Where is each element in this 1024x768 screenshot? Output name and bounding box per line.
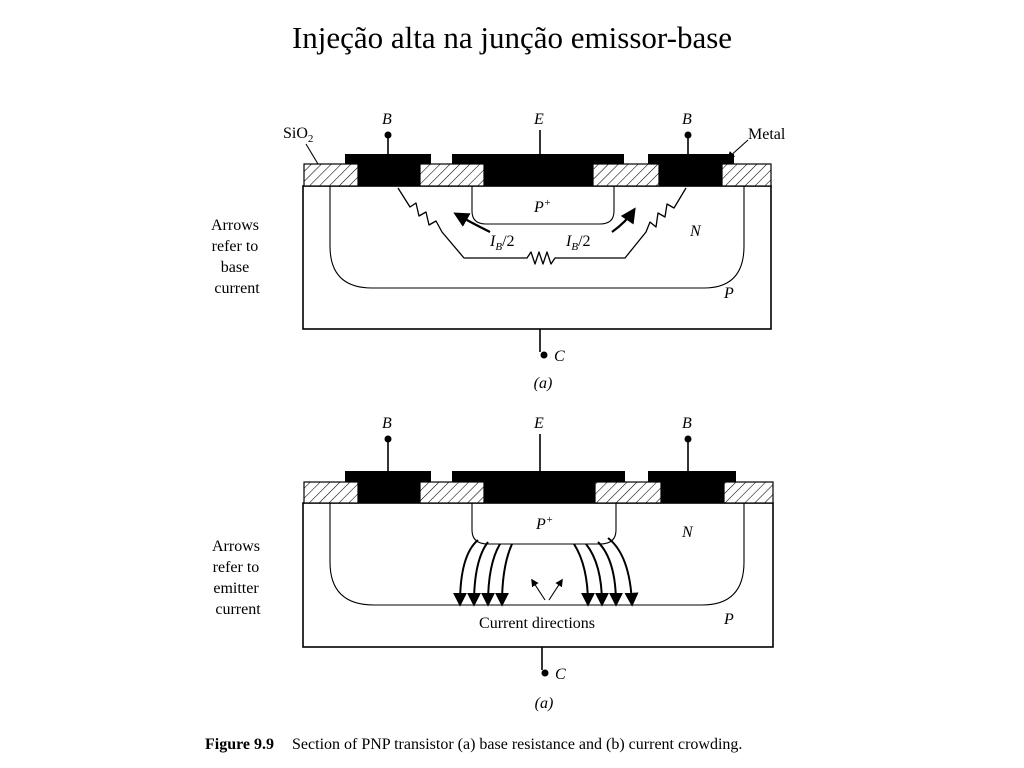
emitter-current-arrows [453,537,639,607]
terminal-base-right-label: B [682,415,692,432]
emitter-contact [484,482,595,503]
caption-text: Section of PNP transistor (a) base resis… [292,736,743,753]
terminal-leads [384,130,692,359]
oxide-pointer [305,143,319,165]
metal-pointer [726,139,749,160]
emitter-region-label: P+ [533,197,551,216]
side-note-a: Arrows refer to base current [211,217,263,297]
terminal-base-left-label: B [382,111,392,128]
base-resistor-network [397,187,687,265]
base-current-arrow-left [453,212,491,233]
figure-a: B E B C SiO2 Metal P+ N P IB/2 IB/2 Arro… [211,111,786,392]
base-right-contact [661,482,724,503]
base-region-label: N [681,524,694,541]
base-left-contact [358,164,420,186]
side-note-b: Arrows refer to emitter current [212,538,264,618]
slide-title: Injeção alta na junção emissor-base [291,20,733,55]
figure-a-sublabel: (a) [534,375,553,392]
base-current-arrow-right [611,207,636,233]
terminal-base-left-label: B [382,415,392,432]
metal-contacts [345,471,736,503]
base-collector-junction [329,503,745,606]
collector-region-label: P [723,285,734,302]
terminal-base-right-label: B [682,111,692,128]
emitter-region-label: P+ [535,514,553,533]
figure-number: Figure 9.9 [205,736,275,753]
base-region-label: N [689,223,702,240]
current-direction-pointers [531,578,563,601]
metal-contacts [345,154,734,186]
base-collector-junction [329,186,745,289]
terminal-emitter-label: E [533,415,544,432]
emitter-base-junction [471,186,615,225]
terminal-emitter-label: E [533,111,544,128]
emitter-base-junction [471,503,617,545]
terminal-collector-label: C [555,666,566,683]
collector-region-label: P [723,611,734,628]
figure-caption: Figure 9.9 Section of PNP transistor (a) … [205,736,965,754]
figure-b-sublabel: (a) [535,695,554,712]
current-directions-label: Current directions [479,615,595,632]
current-label-left: IB/2 [489,233,515,253]
base-right-contact [659,164,722,186]
oxide-label: SiO2 [283,125,313,145]
emitter-contact [484,164,593,186]
base-left-contact [358,482,420,503]
terminal-leads [384,434,692,677]
terminal-collector-label: C [554,348,565,365]
figure-b: B E B C P+ N P Current directions Arrows… [212,415,774,712]
current-label-right: IB/2 [565,233,591,253]
metal-label: Metal [748,126,786,143]
